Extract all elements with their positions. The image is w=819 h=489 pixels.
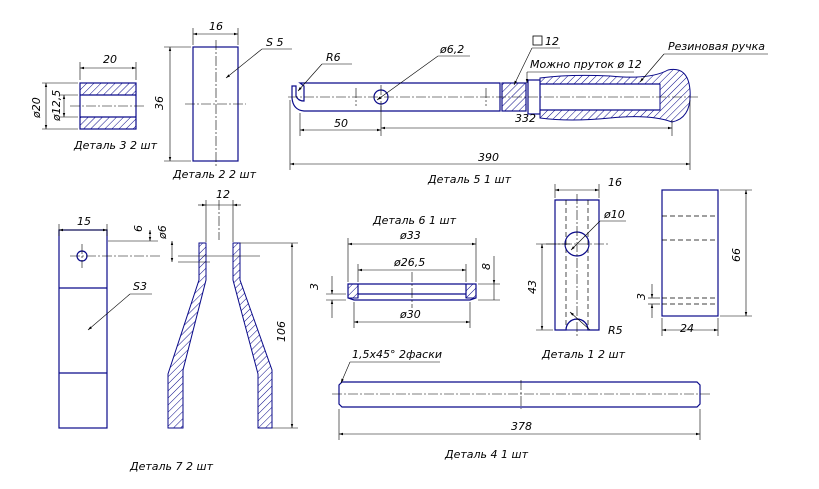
detail-1-dim-3: 3 <box>635 293 648 300</box>
detail-5-dim-332: 332 <box>515 112 536 125</box>
square-symbol-icon <box>532 35 543 46</box>
detail-4-drawing <box>332 361 710 440</box>
detail-6-label: Деталь 6 1 шт <box>372 214 457 227</box>
detail-6-dim-33: ø33 <box>399 229 421 242</box>
detail-6-dim-26-5: ø26,5 <box>393 256 425 269</box>
detail-6-drawing <box>326 238 500 328</box>
detail-1-drawing <box>536 184 752 336</box>
detail-5-rod-note: Можно пруток ø 12 <box>530 58 642 71</box>
detail-3-dim-outer: ø20 <box>30 97 43 119</box>
detail-4-label: Деталь 4 1 шт <box>444 448 529 461</box>
detail-1-dim-43: 43 <box>526 280 539 294</box>
detail-7-dim-6: 6 <box>132 225 145 232</box>
detail-3-dim-length: 20 <box>103 53 117 66</box>
detail-7-label: Деталь 7 2 шт <box>129 460 214 473</box>
detail-7-dim-15: 15 <box>77 215 91 228</box>
detail-3-dim-inner: ø12,5 <box>50 90 63 122</box>
detail-2-thickness-note: S 5 <box>266 36 283 49</box>
detail-1-dim-66: 66 <box>730 248 743 262</box>
detail-7-hole: ø6 <box>156 225 169 240</box>
detail-1-label: Деталь 1 2 шт <box>541 348 626 361</box>
detail-5-grip-note: Резиновая ручка <box>668 40 765 53</box>
detail-3-label: Деталь 3 2 шт <box>73 139 158 152</box>
detail-7-thickness: S3 <box>133 280 147 293</box>
detail-6-dim-8: 8 <box>480 263 493 270</box>
detail-1-dim-24: 24 <box>680 322 694 335</box>
detail-2-dim-height: 36 <box>153 96 166 110</box>
detail-6-dim-3: 3 <box>308 283 321 290</box>
detail-5-dim-390: 390 <box>478 151 499 164</box>
detail-6-dim-30: ø30 <box>399 308 421 321</box>
detail-5-label: Деталь 5 1 шт <box>427 173 512 186</box>
detail-2-drawing <box>164 28 292 168</box>
detail-1-radius: R5 <box>608 324 623 337</box>
detail-7-dim-106: 106 <box>275 321 288 342</box>
detail-2-label: Деталь 2 2 шт <box>172 168 257 181</box>
detail-2-dim-width: 16 <box>209 20 223 33</box>
detail-7-dim-12: 12 <box>216 188 230 201</box>
detail-5-drawing <box>288 47 768 170</box>
detail-5-hole: ø6,2 <box>439 43 464 56</box>
detail-4-dim-378: 378 <box>511 420 532 433</box>
detail-1-hole: ø10 <box>603 208 625 221</box>
detail-7-drawing <box>58 200 298 429</box>
detail-5-radius: R6 <box>326 51 341 64</box>
detail-3-drawing <box>42 62 146 130</box>
detail-5-dim-50: 50 <box>334 117 348 130</box>
detail-1-dim-16: 16 <box>608 176 622 189</box>
detail-4-chamfer-note: 1,5x45° 2фаски <box>352 348 442 361</box>
detail-5-square-size: 12 <box>545 35 559 48</box>
